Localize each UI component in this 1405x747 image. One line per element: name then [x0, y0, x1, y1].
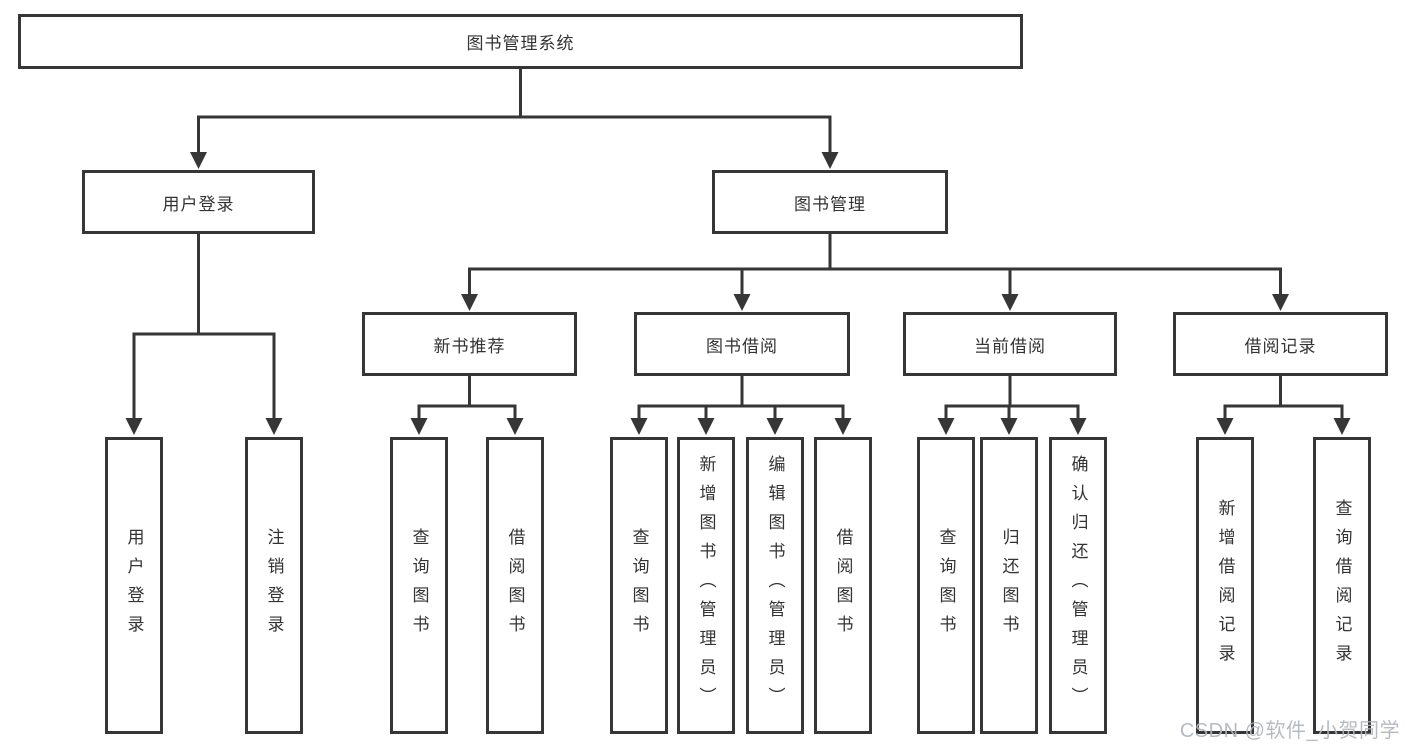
leaf-edit-books-admin-label: 编辑图书（管理员）: [765, 455, 785, 716]
leaf-add-books-admin-label: 新增图书（管理员）: [696, 455, 716, 716]
connector-root-to-level2: [197, 69, 832, 154]
leaf-borrowing-borrow-books: 借阅图书: [814, 437, 872, 734]
leaf-confirm-return-admin: 确认归还（管理员）: [1049, 437, 1107, 734]
leaf-borrowing-query-books: 查询图书: [610, 437, 668, 734]
leaf-current-query-books-label: 查询图书: [936, 527, 956, 644]
arrowhead-leaf-cb-confirm: [1069, 418, 1087, 435]
arrowhead-leaf-rec-query: [1333, 418, 1351, 435]
arrowhead-bookmgmt: [821, 152, 839, 169]
node-current-borrowing-label: 当前借阅: [974, 336, 1046, 356]
leaf-user-login-label: 用户登录: [124, 527, 144, 644]
node-book-borrowing: 图书借阅: [634, 312, 850, 376]
arrowhead-leaf-rec-add: [1216, 418, 1234, 435]
connector-newbooks-to-leaves: [417, 376, 517, 421]
node-root-label: 图书管理系统: [466, 34, 575, 53]
arrowhead-bookborrow: [733, 294, 751, 311]
leaf-user-login: 用户登录: [105, 437, 163, 734]
node-book-management: 图书管理: [712, 170, 948, 234]
arrowhead-leaf-login: [125, 418, 143, 435]
leaf-query-borrow-record: 查询借阅记录: [1313, 437, 1371, 734]
leaf-logout: 注销登录: [245, 437, 303, 734]
leaf-borrowing-query-books-label: 查询图书: [629, 527, 649, 644]
arrowhead-leaf-cb-query: [937, 418, 955, 435]
leaf-newbooks-borrow-books: 借阅图书: [486, 437, 544, 734]
arrowheads: [125, 152, 1351, 435]
node-book-management-label: 图书管理: [794, 194, 866, 214]
leaf-add-borrow-record-label: 新增借阅记录: [1215, 498, 1235, 673]
leaf-confirm-return-admin-label: 确认归还（管理员）: [1068, 455, 1088, 716]
connector-userlogin-to-leaves: [132, 233, 276, 420]
connector-currentborrow-to-leaves: [944, 376, 1080, 421]
leaf-newbooks-query-books-label: 查询图书: [409, 527, 429, 644]
connector-bookborrow-to-leaves: [637, 376, 845, 421]
node-new-book-recommend-label: 新书推荐: [433, 336, 506, 356]
node-root: 图书管理系统: [18, 14, 1023, 69]
connector-bookmgmt-to-level3: [468, 234, 1282, 296]
node-borrowing-records: 借阅记录: [1173, 312, 1388, 376]
leaf-query-borrow-record-label: 查询借阅记录: [1332, 498, 1352, 673]
node-new-book-recommend: 新书推荐: [362, 312, 577, 376]
leaf-current-query-books: 查询图书: [917, 437, 975, 734]
leaf-newbooks-borrow-books-label: 借阅图书: [505, 527, 525, 644]
arrowhead-records: [1272, 294, 1289, 311]
node-borrowing-records-label: 借阅记录: [1244, 336, 1317, 356]
node-user-login: 用户登录: [82, 170, 315, 234]
leaf-logout-label: 注销登录: [264, 527, 284, 644]
arrowhead-leaf-bb-borrow: [834, 418, 852, 435]
arrowhead-leaf-bb-add: [697, 418, 715, 435]
leaf-newbooks-query-books: 查询图书: [390, 437, 448, 734]
arrowhead-newbooks: [461, 294, 478, 311]
leaf-add-borrow-record: 新增借阅记录: [1196, 437, 1254, 734]
node-current-borrowing: 当前借阅: [903, 312, 1117, 376]
leaf-add-books-admin: 新增图书（管理员）: [677, 437, 735, 734]
leaf-borrowing-borrow-books-label: 借阅图书: [833, 527, 853, 644]
arrowhead-leaf-bb-edit: [766, 418, 784, 435]
arrowhead-leaf-cb-return: [1000, 418, 1018, 435]
leaf-return-books-label: 归还图书: [999, 527, 1019, 644]
arrowhead-leaf-logout: [265, 418, 283, 435]
connector-records-to-leaves: [1223, 376, 1344, 421]
arrowhead-leaf-bb-query: [630, 418, 648, 435]
arrowhead-leaf-nb-borrow: [506, 418, 524, 435]
arrowhead-leaf-nb-query: [410, 418, 428, 435]
leaf-edit-books-admin: 编辑图书（管理员）: [746, 437, 804, 734]
arrowhead-userlogin: [190, 152, 207, 169]
node-book-borrowing-label: 图书借阅: [706, 336, 778, 356]
arrowhead-currentborrow: [1001, 294, 1019, 311]
leaf-return-books: 归还图书: [980, 437, 1038, 734]
node-user-login-label: 用户登录: [162, 194, 235, 214]
